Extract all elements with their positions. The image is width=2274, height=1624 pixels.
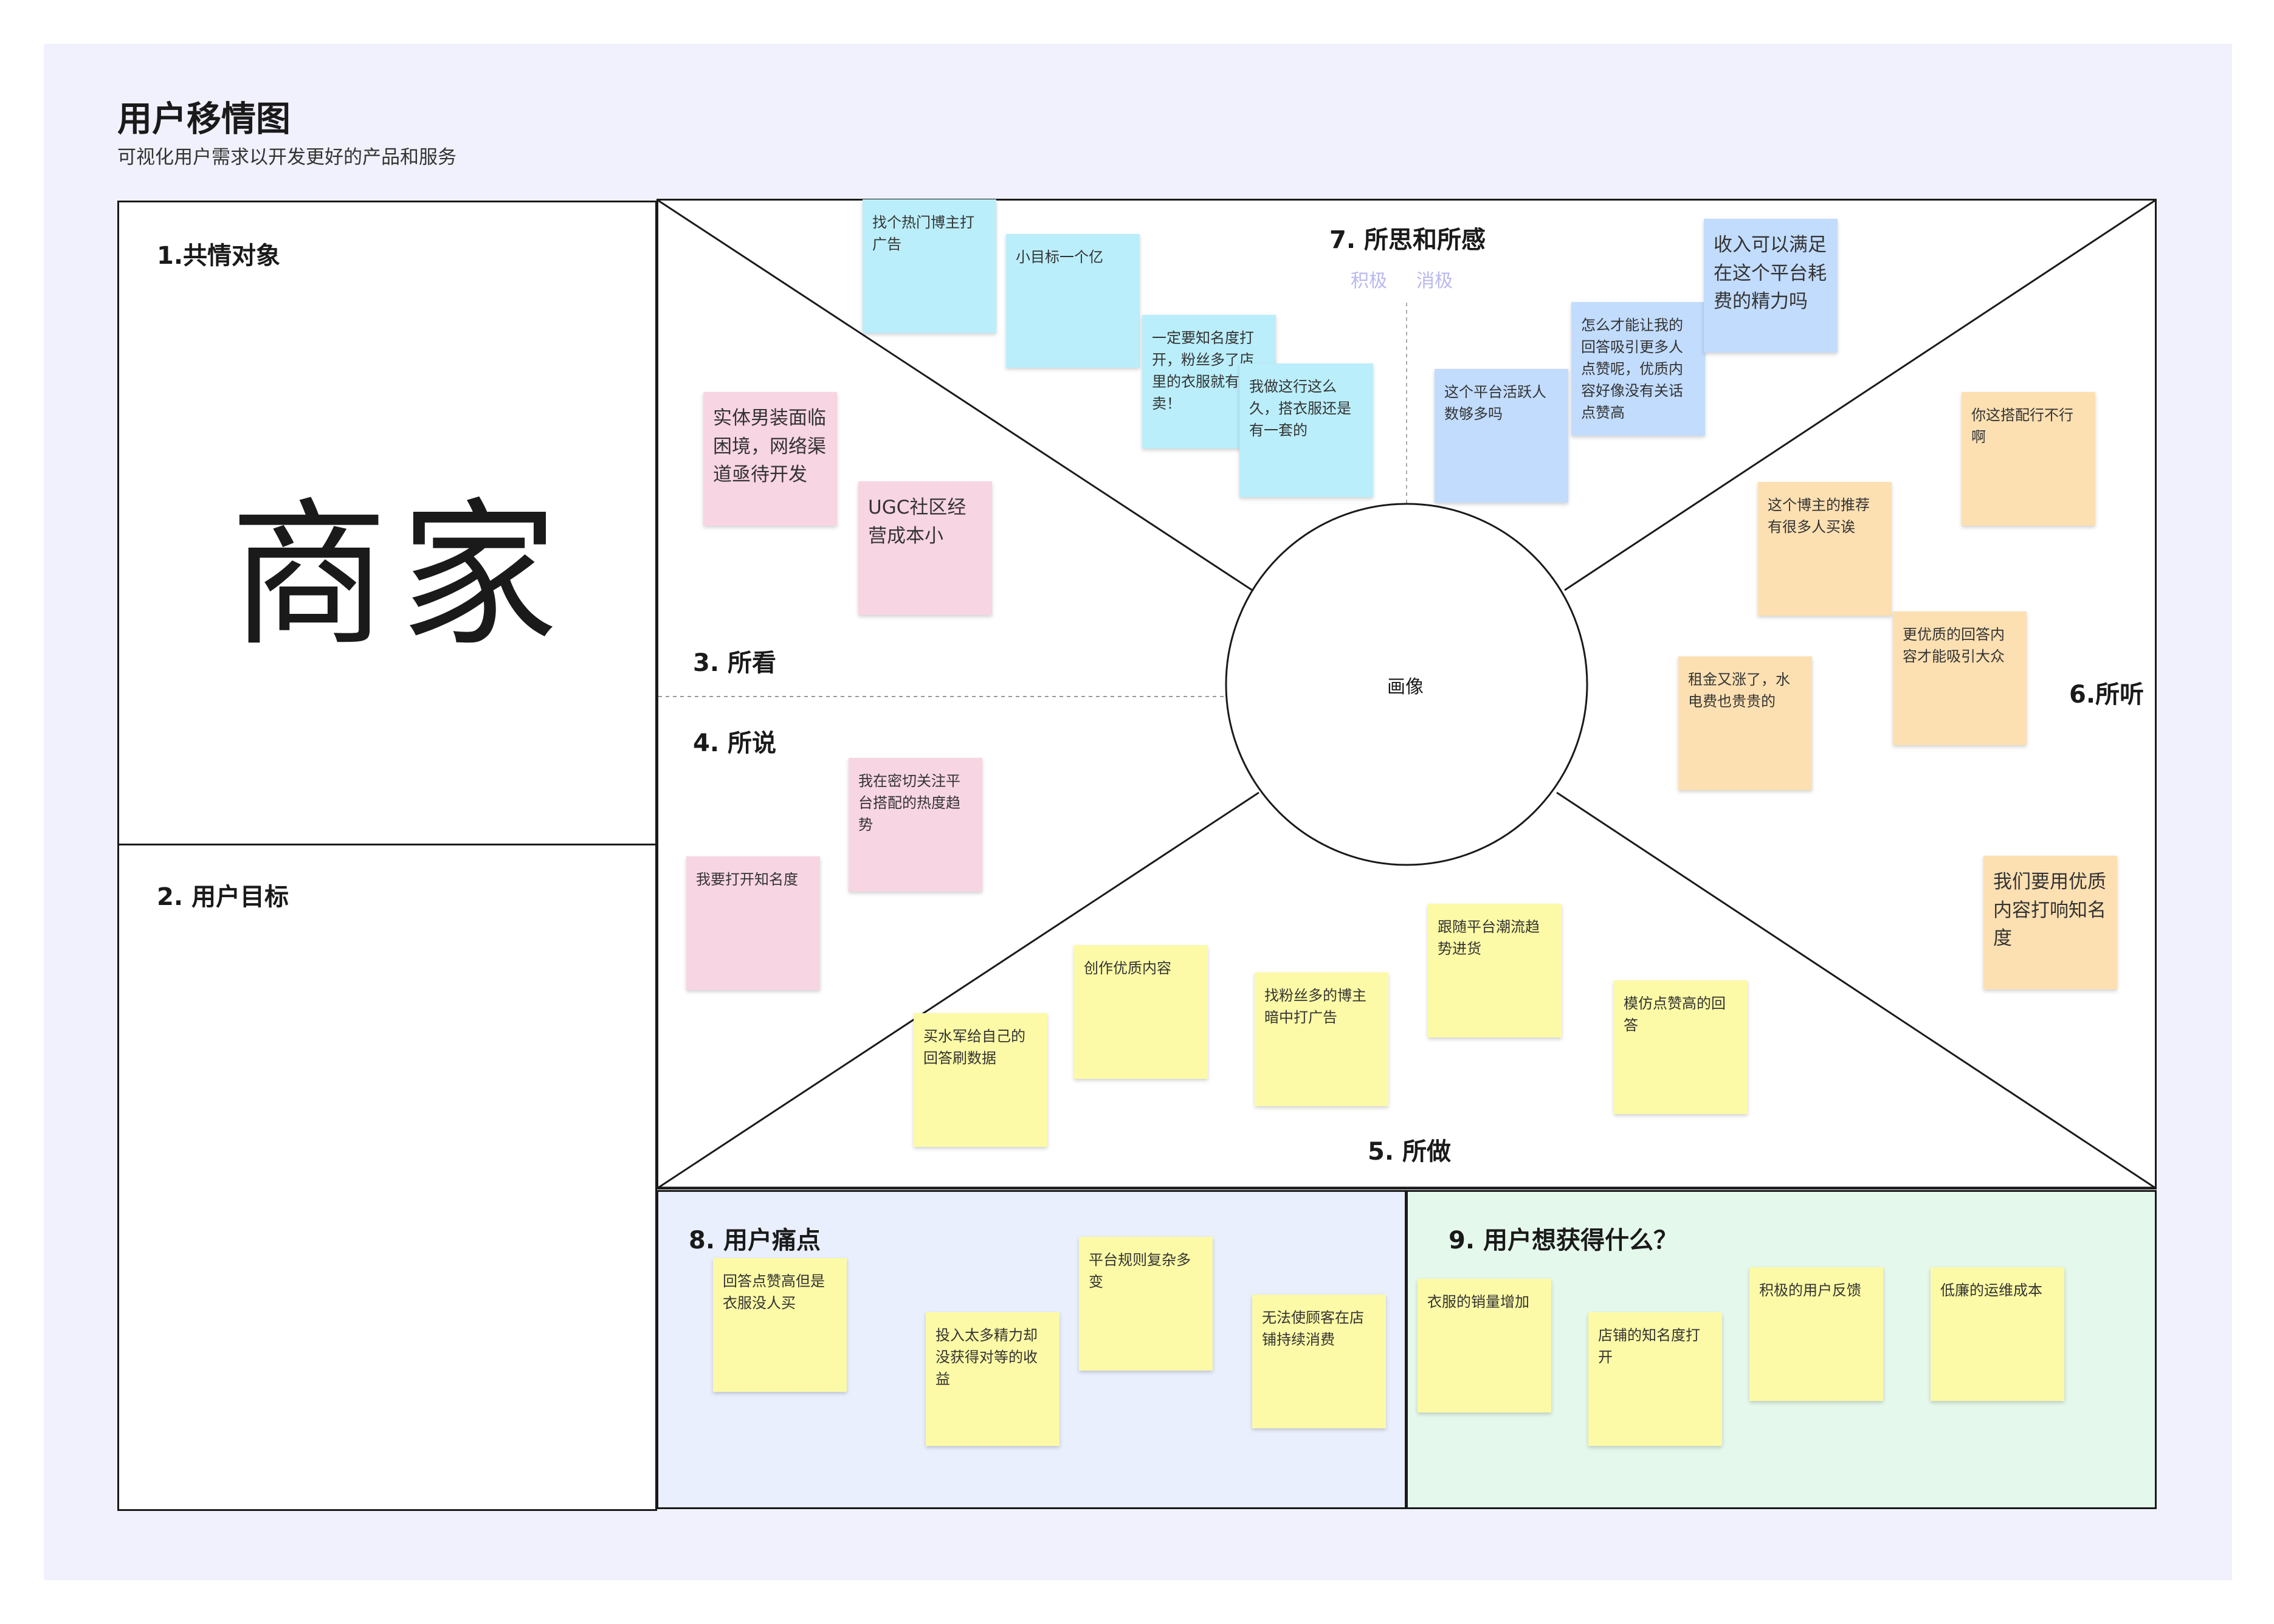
- sticky-note[interactable]: 模仿点赞高的回答: [1614, 980, 1748, 1114]
- sticky-note[interactable]: 我在密切关注平台搭配的热度趋势: [849, 758, 982, 892]
- sticky-note[interactable]: 怎么才能让我的回答吸引更多人点赞呢，优质内容好像没有关话点赞高: [1571, 302, 1705, 436]
- sticky-note[interactable]: 创作优质内容: [1074, 945, 1208, 1079]
- sticky-note[interactable]: 这个博主的推荐有很多人买诶: [1758, 482, 1892, 616]
- do-label: 5. 所做: [1368, 1138, 1451, 1166]
- see-label: 3. 所看: [693, 649, 776, 677]
- think-negative-label: 消极: [1416, 270, 1453, 292]
- sticky-note[interactable]: 无法使顾客在店铺持续消费: [1252, 1295, 1386, 1428]
- target-value: 商家: [230, 484, 570, 668]
- sticky-note[interactable]: UGC社区经营成本小: [858, 481, 992, 615]
- sticky-note[interactable]: 买水军给自己的回答刷数据: [914, 1013, 1047, 1147]
- goal-label: 2. 用户目标: [157, 883, 289, 911]
- sticky-note[interactable]: 租金又涨了，水电费也贵贵的: [1678, 656, 1812, 790]
- persona-circle: [1225, 503, 1588, 866]
- sticky-note[interactable]: 我做这行这么久，搭衣服还是有一套的: [1239, 363, 1373, 497]
- sticky-note[interactable]: 找个热门博主打广告: [863, 199, 996, 333]
- sticky-note[interactable]: 更优质的回答内容才能吸引大众: [1893, 611, 2027, 745]
- think-positive-label: 积极: [1351, 270, 1387, 292]
- sticky-note[interactable]: 这个平台活跃人数够多吗: [1435, 369, 1568, 503]
- sticky-note[interactable]: 实体男装面临困境，网络渠道亟待开发: [703, 392, 837, 526]
- sticky-note[interactable]: 平台规则复杂多变: [1079, 1237, 1213, 1371]
- goal-panel: [117, 844, 657, 1511]
- sticky-note[interactable]: 找粉丝多的博主暗中打广告: [1255, 972, 1388, 1106]
- hear-label: 6.所听: [2069, 681, 2145, 709]
- pain-label: 8. 用户痛点: [689, 1227, 821, 1254]
- sticky-note[interactable]: 投入太多精力却没获得对等的收益: [926, 1312, 1059, 1446]
- sticky-note[interactable]: 店铺的知名度打开: [1588, 1312, 1722, 1446]
- sticky-note[interactable]: 积极的用户反馈: [1749, 1267, 1883, 1401]
- gain-label: 9. 用户想获得什么？: [1449, 1227, 1678, 1254]
- sticky-note[interactable]: 小目标一个亿: [1006, 234, 1140, 368]
- page-subtitle: 可视化用户需求以开发更好的产品和服务: [117, 146, 457, 168]
- think-label: 7. 所思和所感: [1329, 226, 1486, 254]
- sticky-note[interactable]: 低廉的运维成本: [1931, 1267, 2064, 1401]
- sticky-note[interactable]: 你这搭配行不行啊: [1962, 392, 2095, 526]
- sticky-note[interactable]: 我们要用优质内容打响知名度: [1983, 856, 2117, 989]
- sticky-note[interactable]: 我要打开知名度: [686, 856, 820, 990]
- sticky-note[interactable]: 衣服的销量增加: [1418, 1279, 1551, 1412]
- sticky-note[interactable]: 收入可以满足在这个平台耗费的精力吗: [1704, 219, 1838, 353]
- say-label: 4. 所说: [693, 729, 776, 757]
- target-panel: [117, 201, 657, 846]
- center-label: 画像: [1387, 676, 1424, 698]
- sticky-note[interactable]: 回答点赞高但是衣服没人买: [713, 1258, 847, 1392]
- page-title: 用户移情图: [117, 99, 291, 139]
- target-label: 1.共情对象: [157, 242, 281, 270]
- sticky-note[interactable]: 跟随平台潮流趋势进货: [1428, 904, 1562, 1037]
